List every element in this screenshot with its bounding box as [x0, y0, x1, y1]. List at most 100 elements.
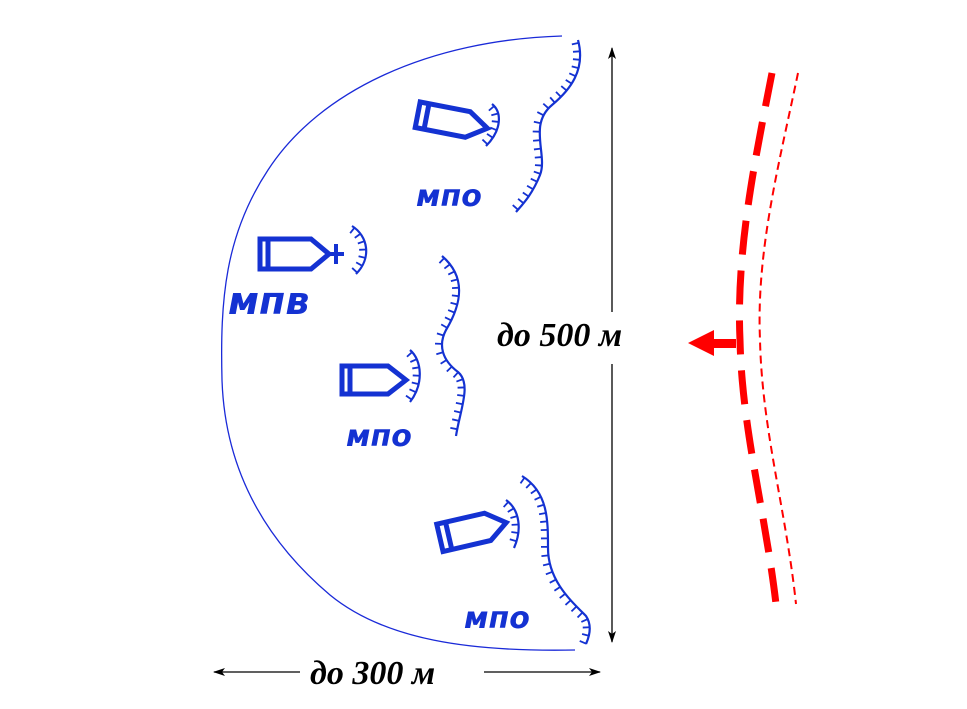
trench-mid-small — [409, 349, 421, 403]
trench-tick — [491, 112, 499, 117]
trench-tick — [536, 503, 545, 508]
trench-tick — [406, 351, 413, 358]
trench-tick — [571, 42, 579, 46]
trench-tick — [559, 593, 566, 599]
depth-dimension-label: до 300 м — [310, 655, 435, 692]
trench-middle — [440, 255, 466, 437]
trench-tick — [565, 79, 573, 85]
unit-label-mpo-bottom: мпо — [464, 601, 530, 636]
trench-tick — [533, 170, 541, 175]
trench-top-small — [485, 103, 500, 147]
trench-tick — [549, 96, 556, 104]
trench-tick — [568, 72, 577, 77]
trench-tick — [536, 111, 544, 117]
trench-tick — [560, 85, 568, 92]
unit-label-mpo-top: мпо — [416, 179, 482, 214]
trench-tick — [486, 133, 494, 139]
trench-tick — [440, 359, 448, 365]
trench-tick — [488, 105, 495, 112]
trench-tick — [571, 65, 579, 70]
trench-tick — [581, 633, 590, 637]
mortar-platoon-top-icon — [412, 99, 492, 140]
trench-tick — [355, 261, 363, 267]
trench-mpv-small — [351, 225, 368, 275]
trench-tick — [455, 402, 463, 406]
trench-tick — [491, 120, 499, 123]
trench-tick — [443, 263, 451, 270]
trench-tick — [530, 488, 538, 495]
trench-tick — [489, 126, 498, 132]
trench-lines — [349, 39, 591, 645]
trench-tick — [545, 570, 553, 576]
trench-tick — [533, 120, 541, 125]
unit-label-mpv: мпв — [228, 279, 309, 323]
trench-tick — [534, 495, 542, 501]
front-dimension-label: до 500 м — [497, 317, 622, 354]
trench-tick — [451, 418, 460, 422]
trench-tick — [525, 482, 532, 489]
enemy-attack-arrow-icon — [688, 330, 736, 356]
trench-tick — [576, 611, 584, 619]
trench-tick — [510, 515, 518, 519]
trench-tick — [440, 323, 448, 329]
trench-tick — [411, 381, 419, 386]
defense-area-boundary — [220, 35, 576, 651]
trench-tick — [553, 586, 561, 592]
trench-tick — [519, 477, 526, 484]
trench-top — [515, 39, 582, 213]
trench-tick — [542, 562, 551, 567]
trench-tick — [555, 91, 562, 98]
mortar-platoon-bottom-icon — [433, 510, 511, 555]
trench-tick — [512, 204, 519, 211]
trench-tick — [579, 640, 587, 645]
trench-tick — [450, 278, 458, 283]
trench-tick — [564, 599, 572, 606]
trench-tick — [526, 184, 534, 191]
trench-tick — [436, 332, 444, 337]
trench-bottom-small — [505, 499, 520, 549]
trench-tick — [507, 507, 515, 513]
trench-tick — [446, 365, 453, 373]
trench-tick — [358, 255, 366, 259]
trench-tick — [354, 233, 361, 239]
trench-tick — [409, 388, 417, 394]
trench-tick — [530, 177, 538, 183]
trench-tick — [481, 138, 489, 146]
trench-tick — [534, 156, 542, 159]
trench-tick — [456, 378, 464, 383]
trench-tick — [447, 309, 456, 314]
trench-tick — [451, 294, 459, 298]
trench-tick — [351, 267, 358, 274]
trench-tick — [453, 410, 462, 414]
trench-tick — [572, 58, 581, 61]
trench-tick — [444, 316, 452, 322]
trench-tick — [532, 139, 541, 142]
trench-tick — [549, 578, 557, 584]
trench-tick — [412, 366, 420, 370]
trench-tick — [509, 538, 517, 543]
trench-tick — [542, 102, 550, 110]
trench-tick — [511, 531, 519, 534]
trench-tick — [450, 301, 458, 306]
trench-tick — [409, 358, 418, 363]
trench-tick — [357, 240, 365, 245]
trench-tick — [541, 554, 549, 558]
trench-tick — [436, 351, 444, 356]
trench-bottom — [521, 475, 591, 645]
trench-tick — [405, 394, 413, 401]
trench-tick — [538, 512, 547, 516]
enemy-front-line-thin — [758, 72, 799, 605]
trench-tick — [450, 426, 458, 431]
trench-tick — [533, 147, 542, 151]
platoon-commander-vehicle-icon — [257, 236, 344, 272]
trench-tick — [438, 257, 445, 264]
mortar-platoon-middle-icon — [339, 363, 411, 397]
unit-label-mpo-middle: мпо — [346, 419, 412, 454]
trench-tick — [452, 371, 459, 378]
trench-tick — [349, 227, 356, 234]
trench-tick — [517, 198, 525, 204]
trench-tick — [540, 520, 548, 523]
trench-tick — [570, 605, 578, 612]
